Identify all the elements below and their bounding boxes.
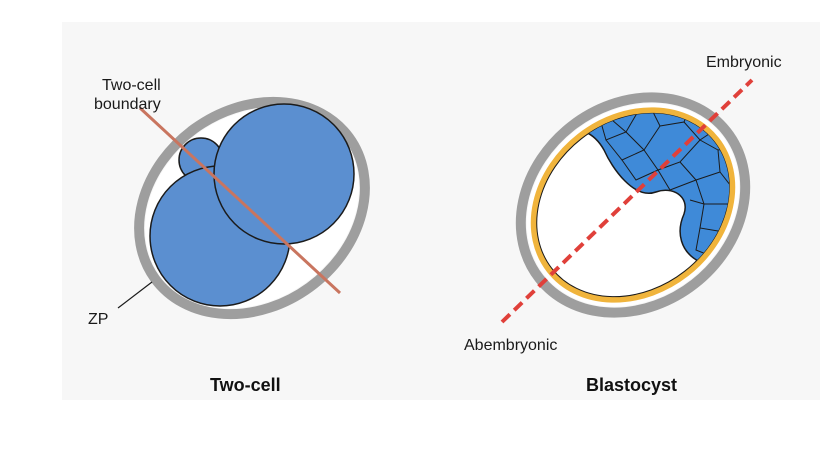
zona-pellucida-ring (134, 96, 370, 320)
zp-label: ZP (88, 311, 108, 328)
two-cell-embryo (117, 96, 370, 320)
blastocyst-title: Blastocyst (586, 375, 677, 395)
abembryonic-label: Abembryonic (464, 337, 557, 354)
blastomere-upper-right (213, 103, 355, 245)
embryonic-abembryonic-axis (500, 78, 754, 324)
two-cell-boundary-label-line2: boundary (94, 96, 161, 113)
blastocyst-embryo (500, 78, 754, 324)
blastocyst-zona-pellucida (515, 92, 751, 318)
two-cell-title: Two-cell (210, 375, 281, 395)
two-cell-boundary-label-line1: Two-cell (102, 77, 161, 94)
trophectoderm-layer (530, 107, 736, 303)
two-cell-boundary-line (138, 106, 342, 295)
embryonic-label: Embryonic (706, 54, 782, 71)
zp-pointer-line (117, 281, 153, 309)
